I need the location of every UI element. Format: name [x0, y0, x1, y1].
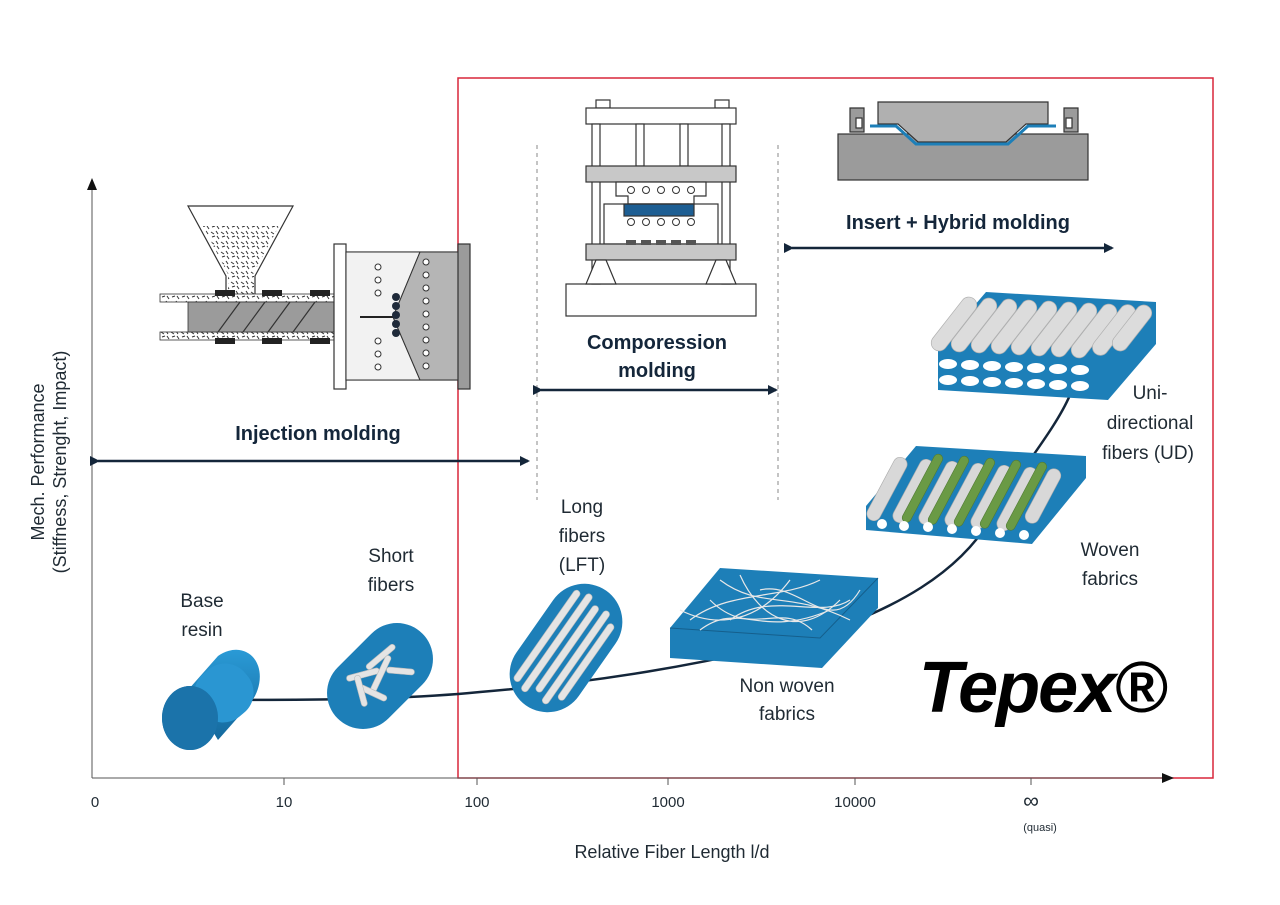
x-tick-label: 0: [91, 794, 99, 811]
non-woven-label-line2: fabrics: [759, 704, 815, 725]
short-fibers-label-line2: fibers: [368, 575, 414, 596]
injection-machine-illustration: [159, 205, 471, 390]
y-axis-label-line1: Mech. Performance: [28, 383, 48, 540]
x-tick-label: 100: [464, 794, 489, 811]
short-fibers-label-line1: Short: [368, 546, 414, 567]
y-axis: [87, 178, 97, 778]
unidirectional-fibers-block: [930, 292, 1156, 400]
non-woven-label-line1: Non woven: [739, 676, 834, 697]
x-axis: [92, 773, 1174, 785]
base-resin-cylinder: [162, 649, 260, 750]
y-axis-label-line2: (Stiffness, Strenght, Impact): [50, 351, 70, 574]
base-resin-label-line1: Base: [180, 591, 223, 612]
compression-press-illustration: [565, 99, 757, 317]
base-resin-label-line2: resin: [181, 620, 222, 641]
long-fibers-label-line2: fibers: [559, 526, 605, 547]
x-tick-label-infinity: ∞: [1023, 788, 1039, 813]
y-axis-label: Mech. Performance (Stiffness, Strenght, …: [28, 351, 70, 574]
insert-mold-illustration: [837, 101, 1089, 181]
x-axis-label: Relative Fiber Length l/d: [574, 842, 769, 862]
compression-molding-label-line2: molding: [618, 360, 696, 382]
x-tick-label: 10: [276, 794, 293, 811]
long-fibers-capsule: [509, 583, 623, 713]
compression-molding-label-line1: Comporession: [587, 332, 727, 354]
woven-fabric-sheet: [866, 446, 1086, 544]
tepex-logo: Tepex®: [919, 648, 1168, 728]
ud-label-line1: Uni-: [1133, 383, 1168, 404]
insert-hybrid-molding-label: Insert + Hybrid molding: [846, 212, 1070, 234]
x-tick-label: 10000: [834, 794, 876, 811]
ud-label-line3: fibers (UD): [1102, 443, 1194, 464]
woven-fabrics-label-line1: Woven: [1081, 540, 1140, 561]
x-tick-label: 1000: [651, 794, 684, 811]
short-fibers-capsule: [327, 623, 433, 729]
injection-molding-label: Injection molding: [235, 423, 401, 445]
long-fibers-label-line3: (LFT): [559, 555, 605, 576]
woven-fabrics-label-line2: fabrics: [1082, 569, 1138, 590]
non-woven-fabric-sheet: [669, 568, 879, 668]
x-tick-note: (quasi): [1023, 822, 1057, 834]
ud-label-line2: directional: [1107, 413, 1194, 434]
long-fibers-label-line1: Long: [561, 497, 603, 518]
